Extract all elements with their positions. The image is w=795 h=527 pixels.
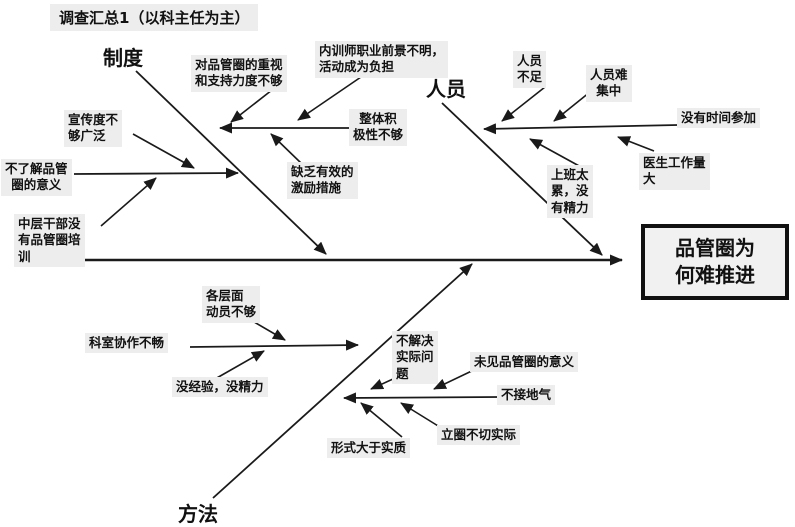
effect-text: 品管圈为 何难推进 — [675, 236, 755, 287]
cause-label-buliaojie: 不了解品管 圈的意义 — [1, 159, 72, 196]
cause-label-keshi: 科室协作不畅 — [85, 333, 169, 354]
cause-label-meiyoushijian: 没有时间参加 — [677, 108, 761, 129]
cause-label-weijian: 未见品管圈的意义 — [470, 352, 579, 373]
cause-arrow-shangban — [529, 138, 582, 168]
cause-label-zhongshi: 对品管圈的重视 和支持力度不够 — [191, 55, 287, 92]
cause-label-yisheng: 医生工作量 大 — [639, 153, 710, 190]
cause-label-shangban: 上班太 累，没 有精力 — [547, 165, 593, 218]
cause-arrow-yisheng — [617, 136, 655, 152]
category-label-renyuan: 人员 — [426, 77, 466, 101]
cause-label-bujiediqi: 不接地气 — [497, 385, 556, 406]
cause-label-liquan: 立圈不切实际 — [437, 425, 521, 446]
cause-label-buzu: 人员 不足 — [513, 51, 547, 88]
branch-line-zhidu — [135, 70, 327, 255]
subbranch-line-fangfa — [343, 392, 501, 404]
cause-label-meijingyan: 没经验，没精力 — [172, 377, 268, 398]
category-label-fangfa: 方法 — [178, 502, 218, 526]
cause-arrow-liquan — [400, 402, 444, 430]
cause-label-quefa: 缺乏有效的 激励措施 — [287, 162, 358, 199]
cause-arrow-zhongceng — [100, 177, 157, 227]
diagram-title: 调查汇总1（以科主任为主） — [50, 4, 259, 31]
cause-label-xingshi: 形式大于实质 — [327, 438, 411, 459]
cause-line-buliaojie — [73, 167, 239, 179]
branch-line-renyuan — [441, 102, 603, 256]
cause-label-bujiejue: 不解决 实际问 题 — [392, 331, 438, 384]
cause-label-nanjizhong: 人员难 集中 — [586, 65, 632, 102]
cause-label-zhongceng: 中层干部没 有品管圈培 训 — [14, 214, 85, 267]
cause-label-xuanchuan: 宣传度不 够广泛 — [64, 110, 123, 147]
cause-arrow-xuanchuan — [132, 133, 195, 169]
cause-arrow-buzu — [501, 86, 546, 122]
cause-arrow-quefa — [270, 133, 303, 165]
cause-label-neixunshi: 内训师职业前景不明， 活动成为负担 — [315, 41, 449, 78]
category-label-zhidu: 制度 — [103, 46, 143, 70]
cause-label-gecengmian: 各层面 动员不够 — [202, 286, 261, 323]
cause-arrow-nanjizhong — [553, 91, 591, 122]
cause-arrow-zhongshi — [230, 89, 273, 123]
cause-arrow-xingshi — [360, 402, 403, 438]
cause-label-zhengti: 整体积 极性不够 — [349, 109, 408, 146]
effect-box: 品管圈为 何难推进 — [641, 224, 789, 300]
cause-line-keshi — [189, 339, 359, 351]
branch-line-fangfa — [212, 263, 473, 499]
cause-arrow-neixunshi — [297, 76, 362, 121]
cause-arrow-gecengmian — [248, 318, 286, 341]
cause-arrow-meijingyan — [214, 350, 265, 380]
subbranch-line-renyuan — [483, 123, 679, 135]
